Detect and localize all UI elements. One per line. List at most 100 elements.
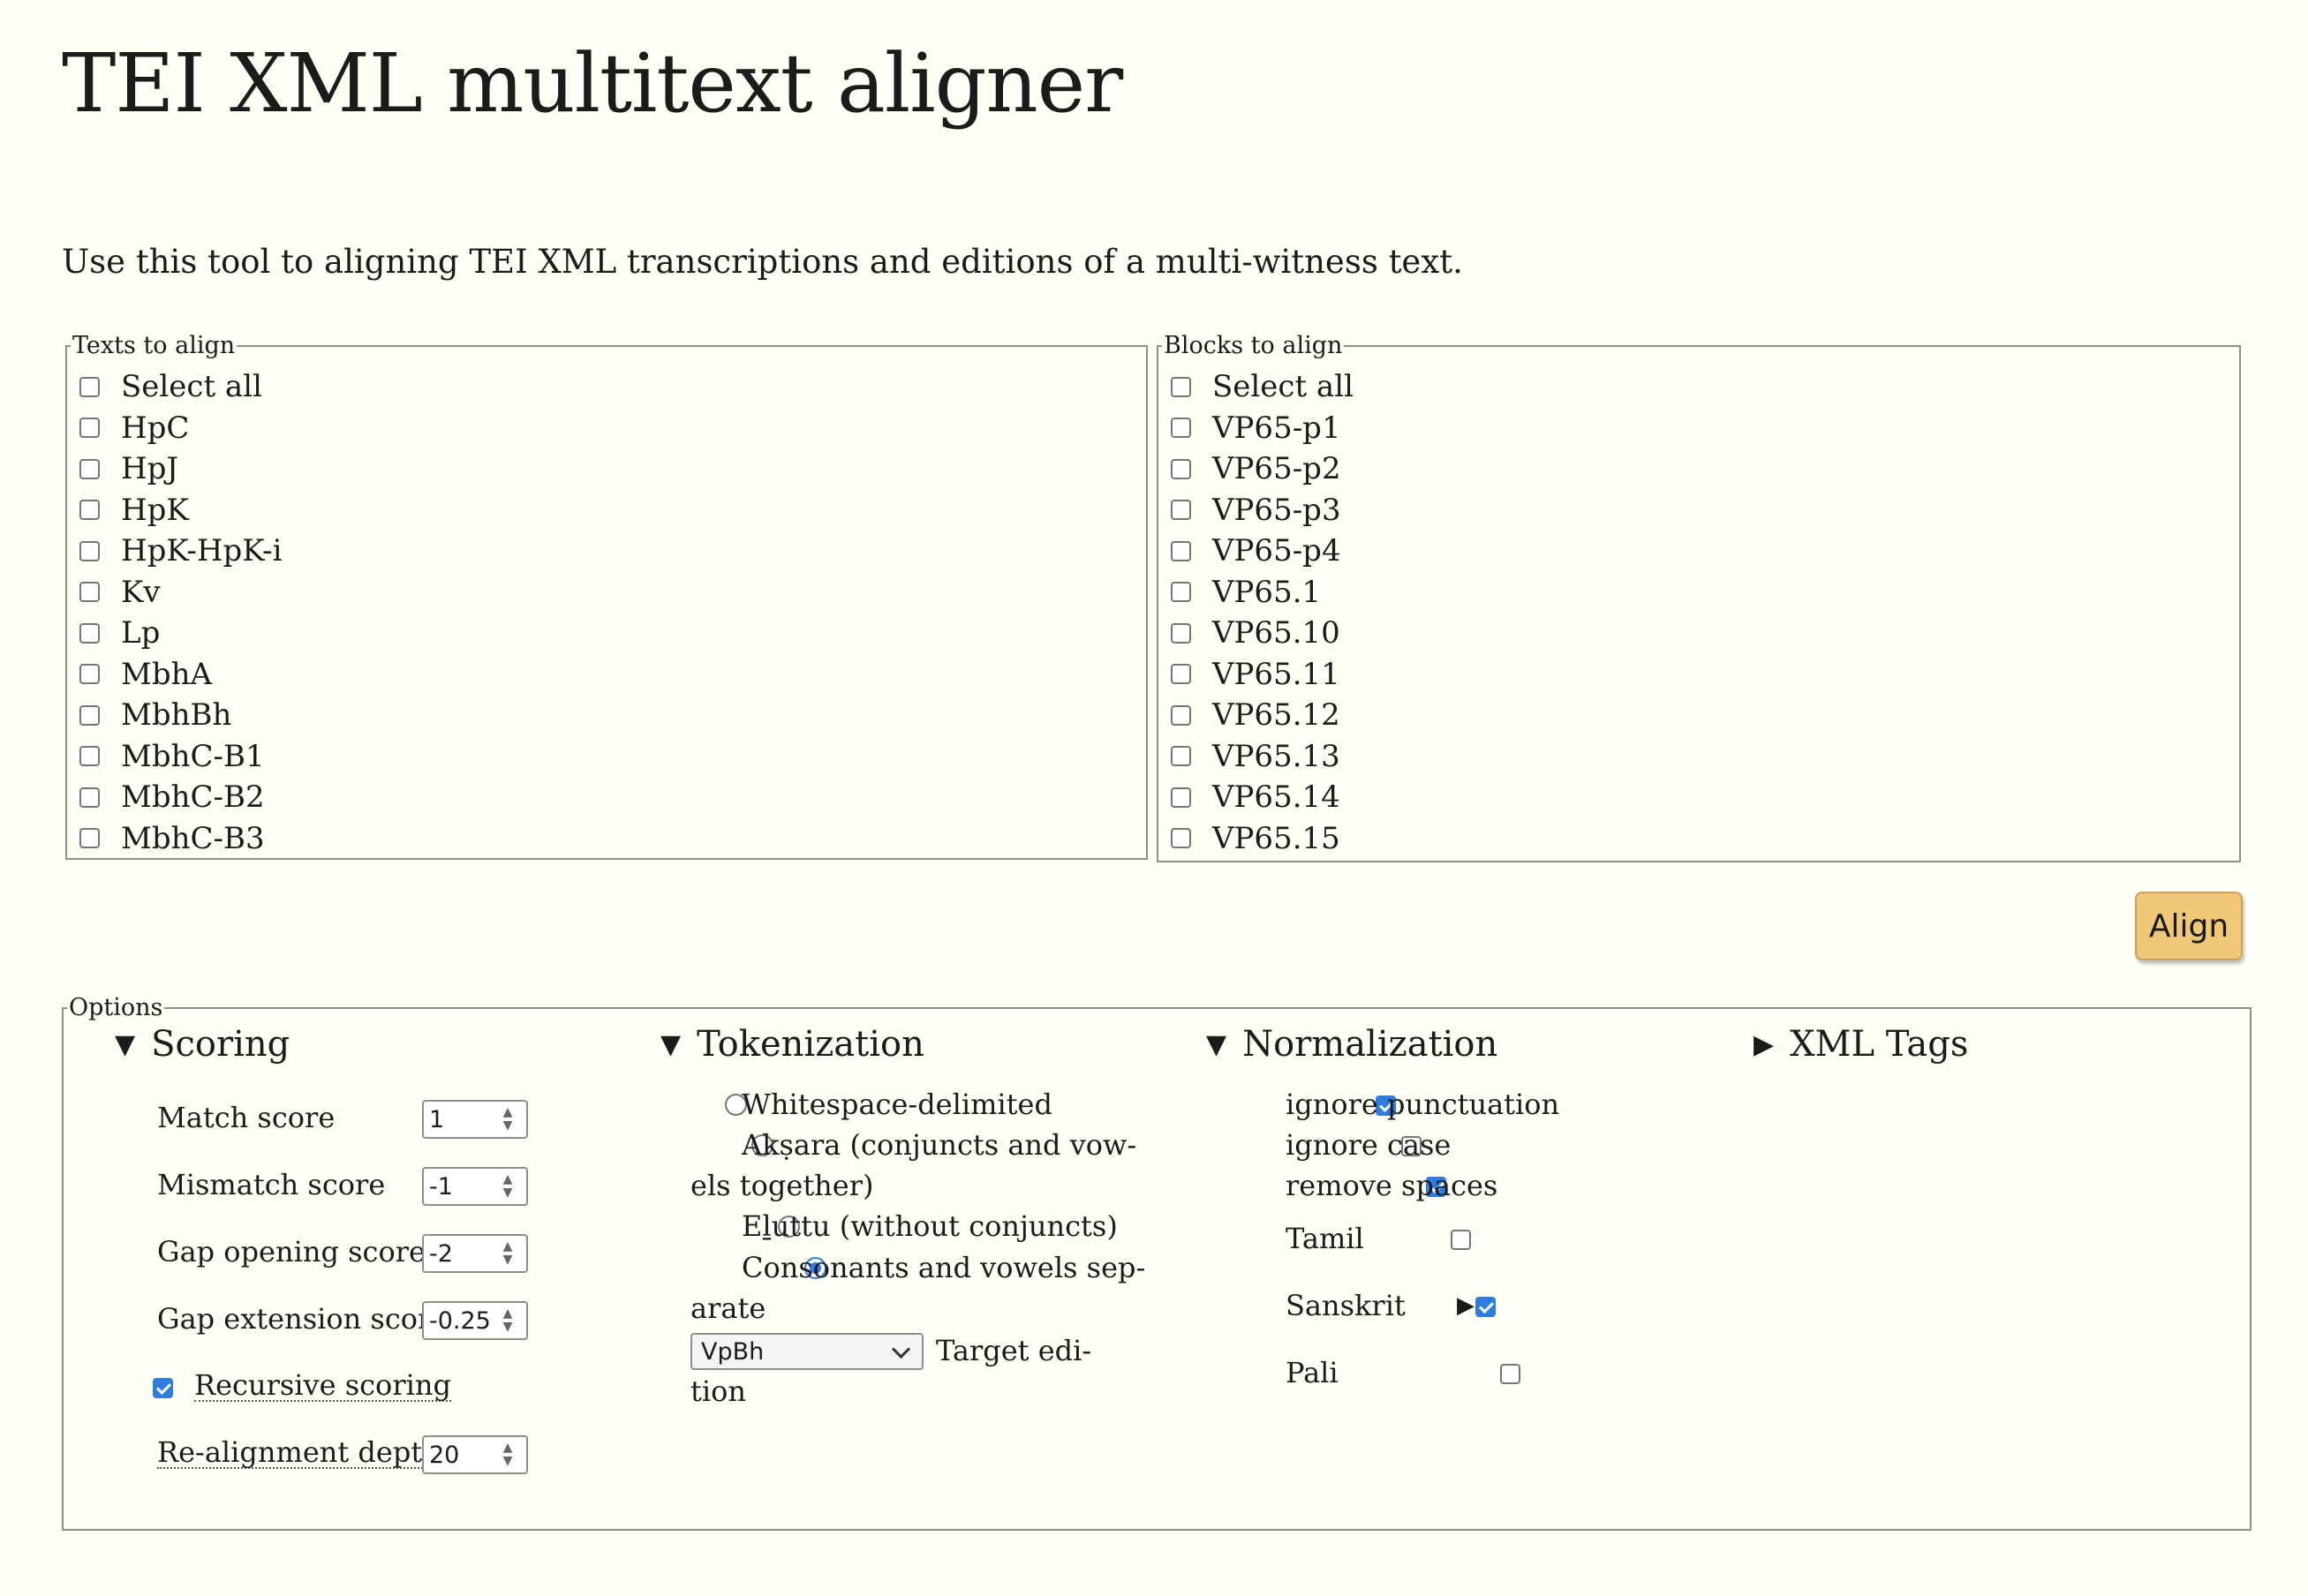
checkbox[interactable] xyxy=(79,418,100,439)
ignore-punctuation-checkbox[interactable] xyxy=(1376,1095,1397,1116)
text-item[interactable]: HpJ xyxy=(71,448,1143,490)
spinner-icon[interactable]: ▲▼ xyxy=(502,1306,513,1334)
spinner-icon[interactable]: ▲▼ xyxy=(502,1105,513,1133)
pali-label: Pali xyxy=(1286,1356,1339,1389)
checkbox[interactable] xyxy=(79,582,100,603)
checkbox[interactable] xyxy=(79,376,100,397)
checkbox[interactable] xyxy=(1171,704,1191,726)
text-item[interactable]: MbhBh xyxy=(71,695,1143,736)
gap-opening-input[interactable]: -2 ▲▼ xyxy=(422,1234,528,1273)
recursive-scoring-checkbox[interactable] xyxy=(153,1378,173,1398)
blocks-legend: Blocks to align xyxy=(1164,332,1343,359)
scoring-summary[interactable]: ▼ Scoring xyxy=(115,1024,290,1065)
checkbox[interactable] xyxy=(1171,582,1191,603)
realignment-depth-input[interactable]: 20 ▲▼ xyxy=(422,1435,528,1474)
checkbox[interactable] xyxy=(79,540,100,561)
text-item[interactable]: MbhC-B3 xyxy=(71,818,1143,857)
triangle-down-icon: ▼ xyxy=(660,1028,682,1060)
checkbox[interactable] xyxy=(1171,418,1191,439)
checkbox[interactable] xyxy=(1171,458,1191,479)
match-score-input[interactable]: 1 ▲▼ xyxy=(422,1100,528,1139)
page-title: TEI XML multitext aligner xyxy=(62,36,1123,131)
block-item-select-all[interactable]: Select all xyxy=(1162,366,2236,408)
text-item[interactable]: MbhC-B1 xyxy=(71,736,1143,778)
text-item[interactable]: MbhA xyxy=(71,654,1143,696)
spinner-icon[interactable]: ▲▼ xyxy=(502,1172,513,1200)
checkbox[interactable] xyxy=(79,704,100,726)
checkbox[interactable] xyxy=(79,622,100,644)
block-item[interactable]: VP65.10 xyxy=(1162,613,2236,654)
realignment-depth-label: Re-alignment depth xyxy=(157,1435,441,1469)
spinner-icon[interactable]: ▲▼ xyxy=(502,1441,513,1468)
mismatch-score-input[interactable]: -1 ▲▼ xyxy=(422,1167,528,1206)
mismatch-score-label: Mismatch score xyxy=(157,1168,386,1201)
checkbox[interactable] xyxy=(1171,787,1191,808)
checkbox[interactable] xyxy=(1171,828,1191,849)
block-item[interactable]: VP65.15 xyxy=(1162,818,2236,860)
chevron-down-icon xyxy=(891,1339,911,1359)
texts-list[interactable]: Select all HpC HpJ HpK HpK-HpK-i Kv Lp M… xyxy=(71,366,1143,856)
pali-checkbox[interactable] xyxy=(1499,1364,1520,1384)
text-item-select-all[interactable]: Select all xyxy=(71,366,1143,408)
consonants-label: Consonants and vowels sep- xyxy=(742,1251,1146,1284)
gap-opening-label: Gap opening score xyxy=(157,1235,426,1269)
block-item[interactable]: VP65.1 xyxy=(1162,572,2236,614)
eluttu-radio[interactable] xyxy=(778,1216,801,1238)
block-item[interactable]: VP65-p4 xyxy=(1162,531,2236,572)
text-item[interactable]: Kv xyxy=(71,572,1143,614)
normalization-summary[interactable]: ▼ Normalization xyxy=(1206,1024,1498,1065)
block-item[interactable]: VP65.13 xyxy=(1162,736,2236,778)
text-item[interactable]: MbhC-B2 xyxy=(71,777,1143,818)
text-item[interactable]: HpK-HpK-i xyxy=(71,531,1143,572)
text-item[interactable]: Lp xyxy=(71,613,1143,654)
tokenization-summary[interactable]: ▼ Tokenization xyxy=(660,1024,924,1065)
blocks-list[interactable]: Select all VP65-p1 VP65-p2 VP65-p3 VP65-… xyxy=(1162,366,2236,859)
triangle-right-icon: ▶ xyxy=(1754,1028,1775,1060)
checkbox[interactable] xyxy=(79,828,100,849)
text-item[interactable]: HpK xyxy=(71,490,1143,531)
block-item[interactable]: VP65.12 xyxy=(1162,695,2236,736)
blocks-fieldset: Blocks to align Select all VP65-p1 VP65-… xyxy=(1157,332,2241,862)
ignore-punctuation-label: ignore punctuation xyxy=(1286,1088,1560,1121)
xml-tags-summary[interactable]: ▶ XML Tags xyxy=(1754,1024,1969,1065)
texts-legend: Texts to align xyxy=(72,332,236,359)
sanskrit-checkbox[interactable] xyxy=(1475,1297,1496,1317)
block-item[interactable]: VP65-p3 xyxy=(1162,490,2236,531)
tamil-checkbox[interactable] xyxy=(1450,1230,1471,1250)
ignore-case-label: ignore case xyxy=(1286,1128,1452,1162)
checkbox[interactable] xyxy=(79,458,100,479)
aksara-label: Akṣara (conjuncts and vow- xyxy=(742,1128,1137,1162)
checkbox[interactable] xyxy=(1171,664,1191,685)
checkbox[interactable] xyxy=(1171,540,1191,561)
checkbox[interactable] xyxy=(79,787,100,808)
checkbox[interactable] xyxy=(1171,376,1191,397)
checkbox[interactable] xyxy=(79,746,100,767)
options-fieldset: Options xyxy=(62,994,2251,1531)
ignore-case-checkbox[interactable] xyxy=(1400,1136,1422,1156)
target-edition-select[interactable]: VpBh xyxy=(690,1333,924,1370)
checkbox[interactable] xyxy=(1171,746,1191,767)
target-edition-label: Target edi- xyxy=(936,1334,1092,1367)
block-item[interactable]: VP65-p1 xyxy=(1162,408,2236,449)
aksara-label-cont: els together) xyxy=(690,1169,874,1202)
remove-spaces-checkbox[interactable] xyxy=(1425,1177,1446,1197)
block-item[interactable]: VP65-p2 xyxy=(1162,448,2236,490)
remove-spaces-label: remove spaces xyxy=(1286,1169,1498,1202)
sanskrit-expand-icon[interactable]: ▶ xyxy=(1457,1292,1475,1319)
gap-extension-input[interactable]: -0.25 ▲▼ xyxy=(422,1301,528,1340)
text-item[interactable]: HpC xyxy=(71,408,1143,449)
aksara-radio[interactable] xyxy=(751,1134,774,1156)
checkbox[interactable] xyxy=(79,500,100,521)
checkbox[interactable] xyxy=(1171,622,1191,644)
checkbox[interactable] xyxy=(79,664,100,685)
checkbox[interactable] xyxy=(1171,500,1191,521)
align-button[interactable]: Align xyxy=(2135,892,2243,960)
match-score-label: Match score xyxy=(157,1101,336,1134)
whitespace-radio[interactable] xyxy=(725,1094,748,1116)
block-item[interactable]: VP65.11 xyxy=(1162,654,2236,696)
texts-fieldset: Texts to align Select all HpC HpJ HpK Hp… xyxy=(65,332,1148,860)
intro-text: Use this tool to aligning TEI XML transc… xyxy=(62,243,1463,281)
spinner-icon[interactable]: ▲▼ xyxy=(502,1239,513,1267)
block-item[interactable]: VP65.14 xyxy=(1162,777,2236,818)
consonants-radio[interactable] xyxy=(804,1257,827,1279)
